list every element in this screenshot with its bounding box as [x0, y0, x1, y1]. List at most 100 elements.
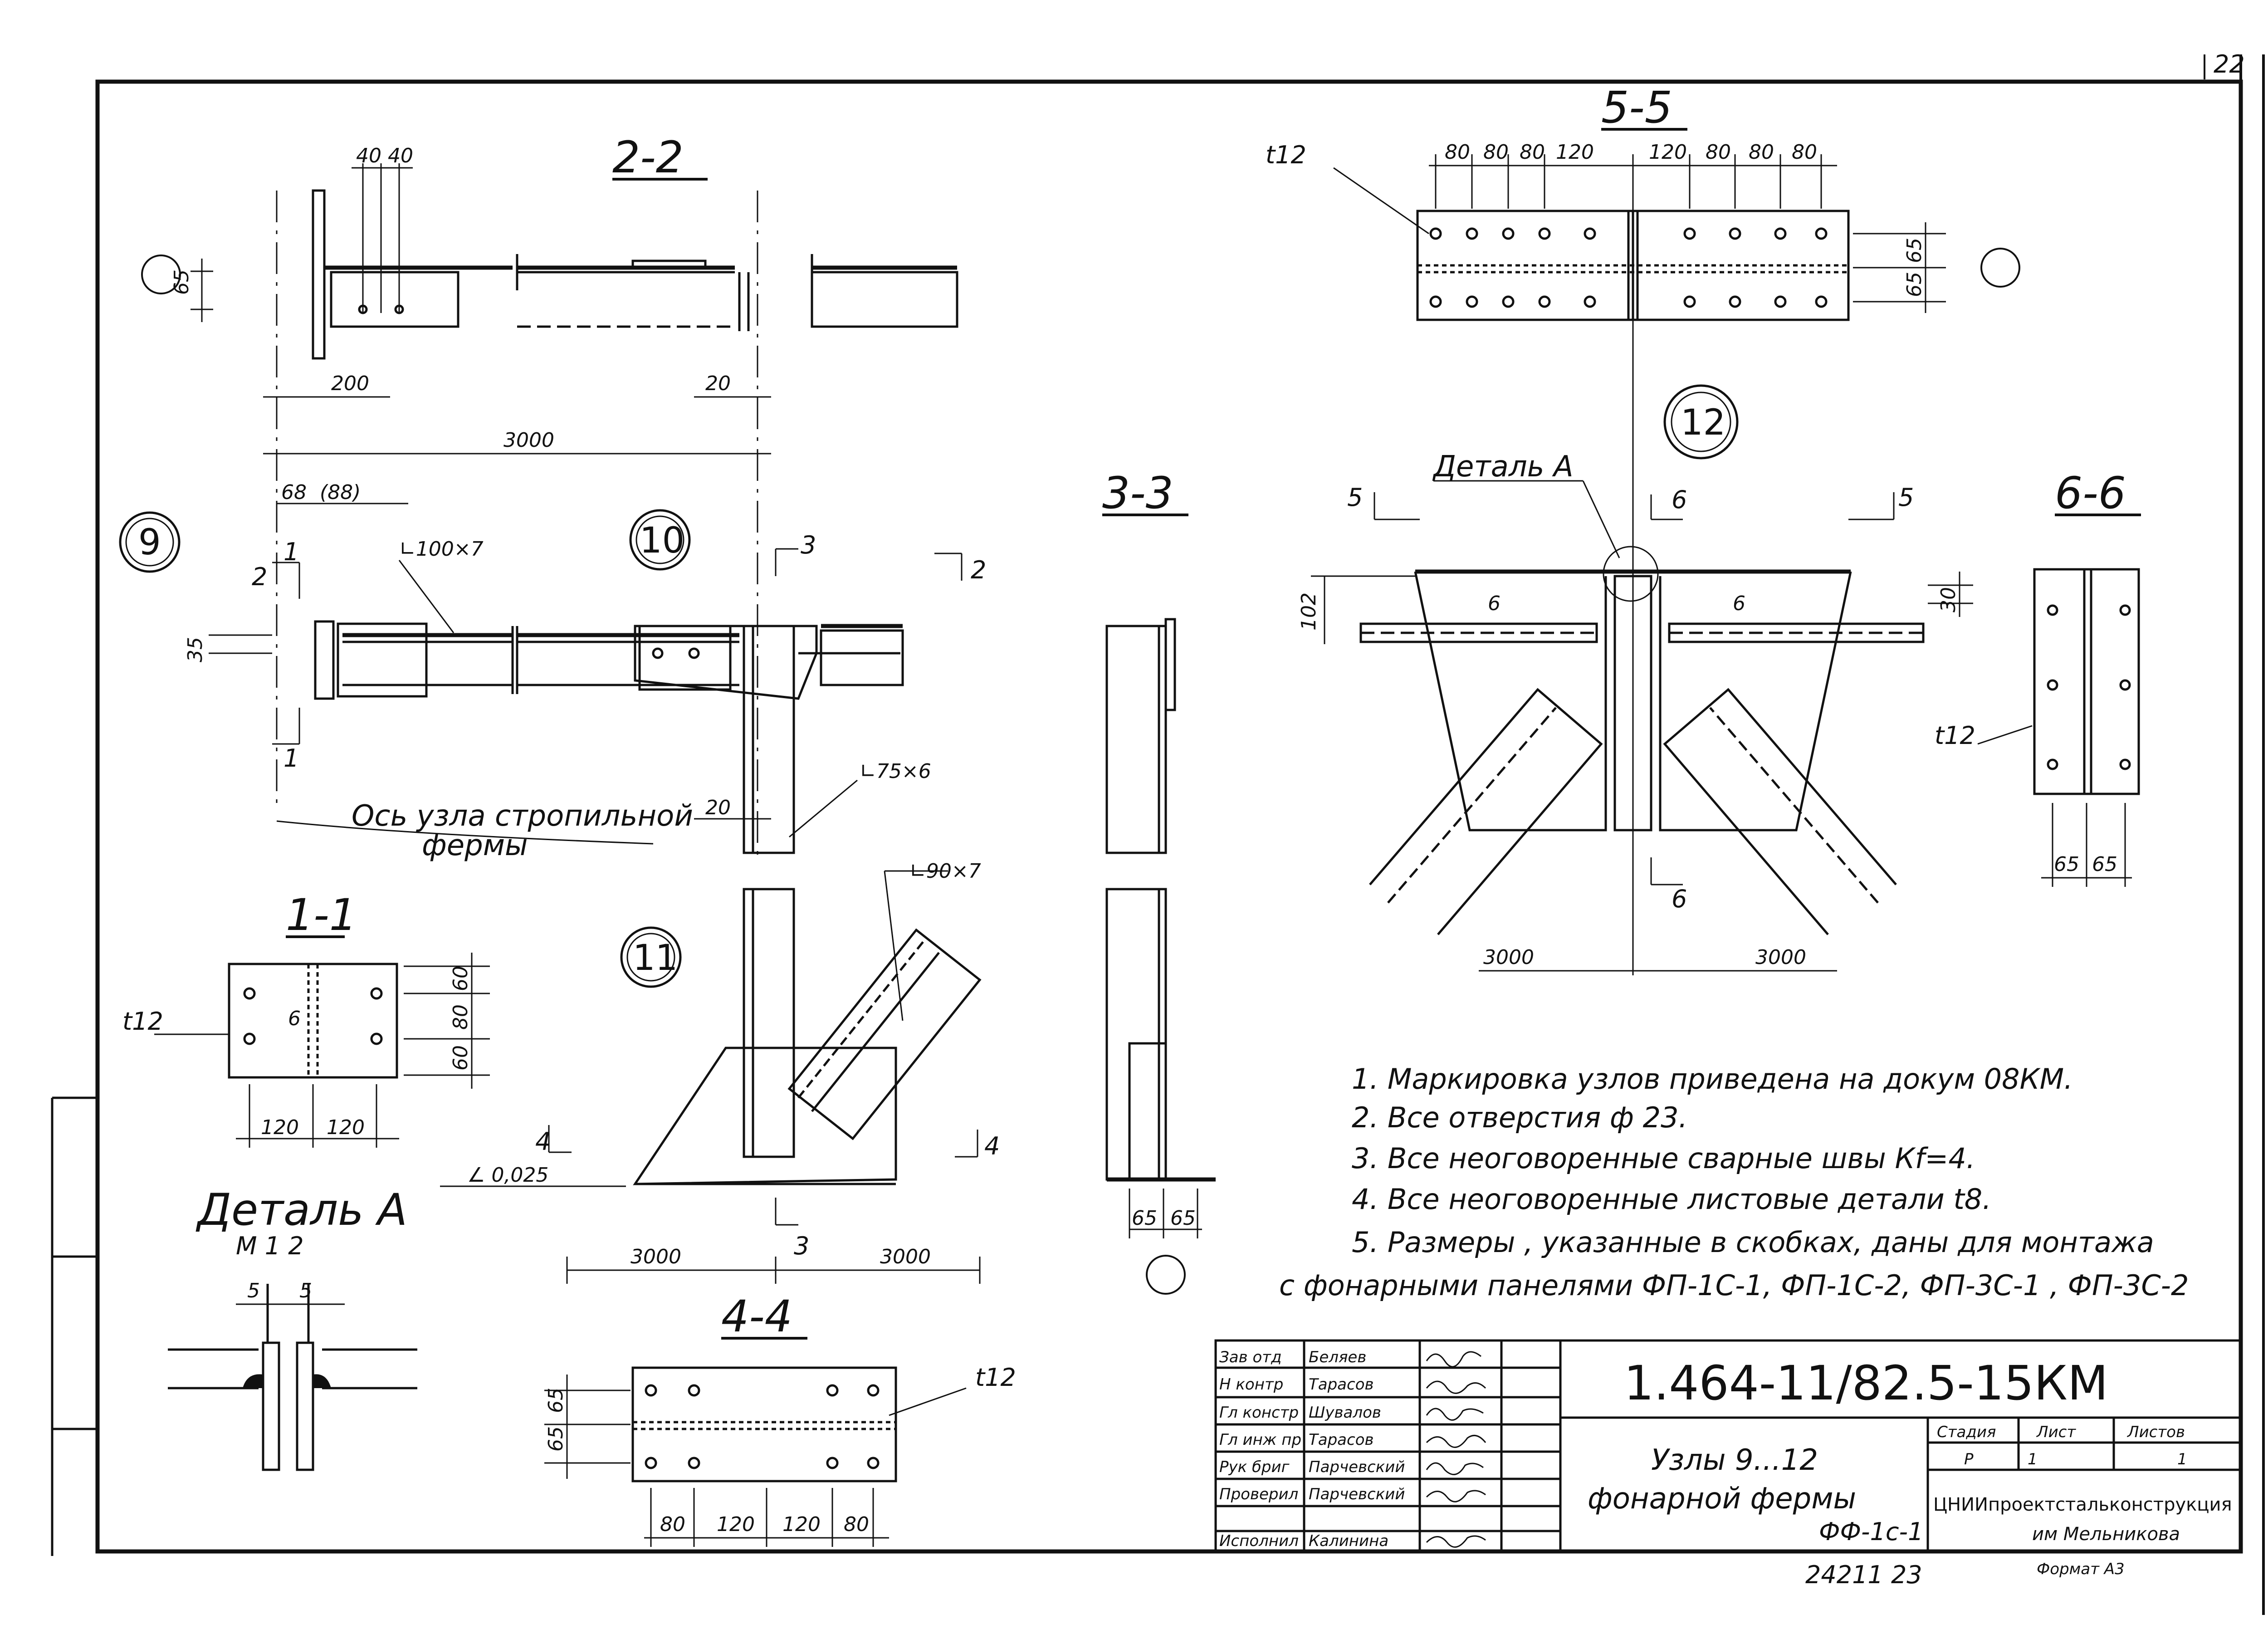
section-mark-2-left: 2 [252, 563, 267, 591]
dim-6-6-65a: 65 [2054, 853, 2079, 876]
tb-stage: Р [1964, 1450, 1974, 1468]
profile-angle-90: ∟90×7 [909, 860, 981, 883]
sheet-frame [51, 54, 2265, 1615]
detail-a-dim-5a: 5 [247, 1279, 260, 1302]
plate-t12-5-5: t12 [1266, 141, 1306, 169]
note-5-continued: с фонарными панелями ФП-1С-1, ФП-1С-2, Ф… [1279, 1269, 2189, 1302]
node-10: 10 3 2 20 ∟75×6 [516, 509, 986, 854]
node-bubble-9 [119, 511, 181, 573]
dim-3-3-65a: 65 [1132, 1207, 1157, 1230]
plate-t12-1-1: t12 [122, 1007, 163, 1036]
dim-4-4-65b: 65 [544, 1426, 567, 1452]
tb-stage-label: Стадия [1937, 1423, 1996, 1441]
section-mark-6-bottom: 6 [1672, 885, 1687, 913]
dim-1-1-60b: 60 [449, 1045, 472, 1071]
axis-label-line1: Ось узла стропильной [352, 799, 693, 833]
dim-40a: 40 [356, 144, 381, 167]
node-label-9: 9 [138, 522, 161, 563]
dim-20: 20 [705, 372, 731, 395]
section-2-2-geometry [312, 189, 958, 360]
node-11: 11 ∟90×7 ∠ 0,025 4 4 [440, 860, 1000, 1284]
section-3-3: 3-3 65 65 [1102, 468, 1216, 1295]
profile-angle-100: ∟100×7 [399, 538, 484, 561]
note-2: 2. Все отверстия ф 23. [1352, 1101, 1687, 1134]
dim-5-5-80a: 80 [1445, 141, 1470, 164]
section-title-6-6: 6-6 [2055, 468, 2126, 519]
tb-role-2: Н контр [1219, 1375, 1283, 1394]
section-mark-3-bottom: 3 [794, 1232, 809, 1260]
detail-a-leader-label: Деталь А [1432, 450, 1574, 484]
dim-35: 35 [184, 637, 207, 662]
tb-role-4: Гл инж пр [1219, 1431, 1301, 1449]
section-mark-1-top: 1 [284, 538, 299, 566]
note-1: 1. Маркировка узлов приведена на докум 0… [1352, 1062, 2073, 1096]
note-4: 4. Все неоговоренные листовые детали t8. [1352, 1183, 1991, 1216]
section-4-4: 4-4 t12 65 [544, 1291, 1016, 1547]
section-title-4-4: 4-4 [721, 1291, 792, 1342]
node-9: 9 68 (88) 35 2 1 1 ∟100×7 Ось узла строп… [119, 481, 693, 862]
dim-1-1-60a: 60 [449, 966, 472, 991]
node-bubble-12 [1663, 384, 1739, 460]
dim-5-5-80b: 80 [1483, 141, 1509, 164]
section-mark-5-right: 5 [1898, 483, 1914, 512]
note-5: 5. Размеры , указанные в скобках, даны д… [1352, 1226, 2154, 1259]
tb-sheets-label: Листов [2126, 1423, 2185, 1441]
node-label-12: 12 [1681, 402, 1725, 443]
tb-role-5: Рук бриг [1219, 1458, 1290, 1476]
dim-4-4-65a: 65 [544, 1388, 567, 1413]
dim-4-4-80a: 80 [660, 1513, 685, 1536]
format-label: Формат А3 [2037, 1560, 2125, 1578]
section-mark-2-right: 2 [971, 556, 986, 584]
slope-label: ∠ 0,025 [467, 1164, 548, 1187]
dim-5-5-120a: 120 [1556, 141, 1594, 164]
dim-1-1-120b: 120 [327, 1116, 365, 1139]
tb-name-1: Беляев [1309, 1348, 1366, 1366]
section-2-2: 2-2 [141, 132, 958, 862]
dim-5-5-80d: 80 [1706, 141, 1731, 164]
dim-20-node10: 20 [705, 796, 731, 819]
section-mark-4-left: 4 [535, 1127, 551, 1156]
dim-3000: 3000 [503, 429, 554, 452]
tb-name-6: Парчевский [1309, 1485, 1405, 1503]
dim-4-4-120b: 120 [782, 1513, 821, 1536]
detail-a-scale: М 1 2 [236, 1232, 304, 1260]
page-number: 22 [2214, 50, 2245, 78]
section-mark-4-right: 4 [984, 1132, 1000, 1160]
drawing-mark: ФФ-1с-1 [1819, 1517, 1923, 1546]
detail-a: Деталь А М 1 2 5 5 [168, 1184, 417, 1471]
dim-4-4-120a: 120 [717, 1513, 755, 1536]
signatures [1426, 1351, 1486, 1548]
drawing-code: 1.464-11/82.5-15КМ [1624, 1355, 2108, 1411]
dim-1-1-120a: 120 [261, 1116, 299, 1139]
section-6-6: 6-6 t12 65 65 [1935, 468, 2141, 887]
section-2-2-dimensions [191, 163, 771, 862]
node-label-10: 10 [640, 520, 684, 561]
dim-5-5-80c: 80 [1520, 141, 1545, 164]
drawing-title-line2: фонарной фермы [1588, 1482, 1856, 1516]
dim-88: (88) [320, 481, 361, 504]
weld-node-12-left: 6 [1488, 592, 1501, 615]
tb-role-6: Проверил [1219, 1485, 1298, 1503]
dim-4-4-80b: 80 [844, 1513, 869, 1536]
section-title-2-2: 2-2 [612, 132, 684, 183]
tb-name-4: Тарасов [1309, 1431, 1374, 1449]
dim-5-5-65b: 65 [1903, 272, 1926, 297]
axis-marker-left [141, 254, 181, 294]
tb-sheet: 1 [2028, 1450, 2038, 1468]
node-bubble-11 [620, 926, 682, 988]
title-block: 1.464-11/82.5-15КМ Зав отд Н контр Гл ко… [1214, 1339, 2242, 1589]
dim-5-5-80f: 80 [1792, 141, 1817, 164]
dim-5-5-65a: 65 [1903, 238, 1926, 263]
axis-label-line2: фермы [422, 829, 528, 862]
weld-1-1: 6 [288, 1007, 301, 1030]
axis-marker-bottom [1146, 1255, 1186, 1295]
detail-a-title: Деталь А [196, 1184, 407, 1235]
profile-angle-75: ∟75×6 [860, 760, 931, 783]
dim-5-5-80e: 80 [1749, 141, 1774, 164]
section-title-3-3: 3-3 [1102, 468, 1173, 519]
tb-role-3: Гл констр [1219, 1404, 1299, 1422]
dim-3000-c: 3000 [631, 1245, 681, 1268]
node-12: 12 Деталь А [1297, 384, 1973, 972]
detail-a-dim-5b: 5 [299, 1279, 312, 1302]
dim-40b: 40 [388, 144, 413, 167]
